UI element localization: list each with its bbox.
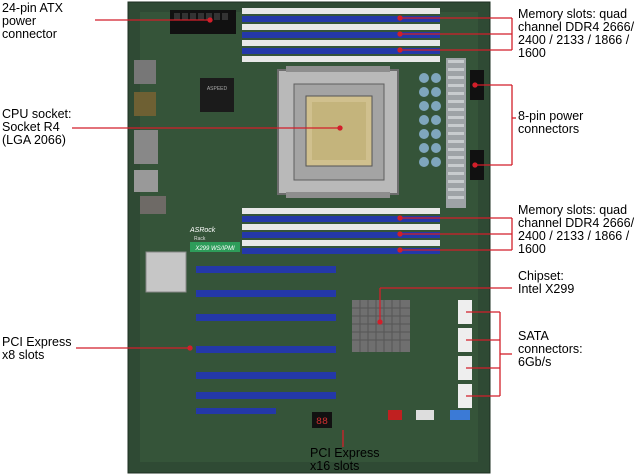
callout-memory-bottom: Memory slots: quad channel DDR4 2666/ 24…: [518, 203, 635, 256]
pcie-slots: [196, 266, 336, 414]
callout-chipset: Chipset: Intel X299: [518, 269, 575, 296]
bmc-chip-label: ASPEED: [207, 86, 228, 92]
model-label: X299 WS/IPMI: [194, 246, 235, 252]
sata-ports: [458, 300, 472, 408]
brand-logo: ASRock: [189, 227, 216, 234]
callout-memory-top: Memory slots: quad channel DDR4 2666/ 24…: [518, 7, 635, 60]
memory-slots-bottom: [242, 208, 440, 254]
callout-lines: [72, 15, 516, 447]
cpu-socket: [277, 66, 399, 198]
callout-pcie-x16: PCI Express x16 slots: [310, 446, 380, 473]
debug-display: 88: [316, 417, 328, 428]
bmc-chip: [200, 78, 234, 112]
brand-sub: Rack: [194, 236, 206, 242]
callout-cpu-socket: CPU socket: Socket R4 (LGA 2066): [2, 107, 72, 147]
callout-sata: SATA connectors: 6Gb/s: [518, 329, 583, 369]
callout-atx-power: 24-pin ATX power connector: [2, 1, 63, 41]
memory-slots-top: [242, 8, 440, 62]
callout-power-8pin: 8-pin power connectors: [518, 109, 584, 136]
callout-pcie-x8: PCI Express x8 slots: [2, 335, 72, 362]
